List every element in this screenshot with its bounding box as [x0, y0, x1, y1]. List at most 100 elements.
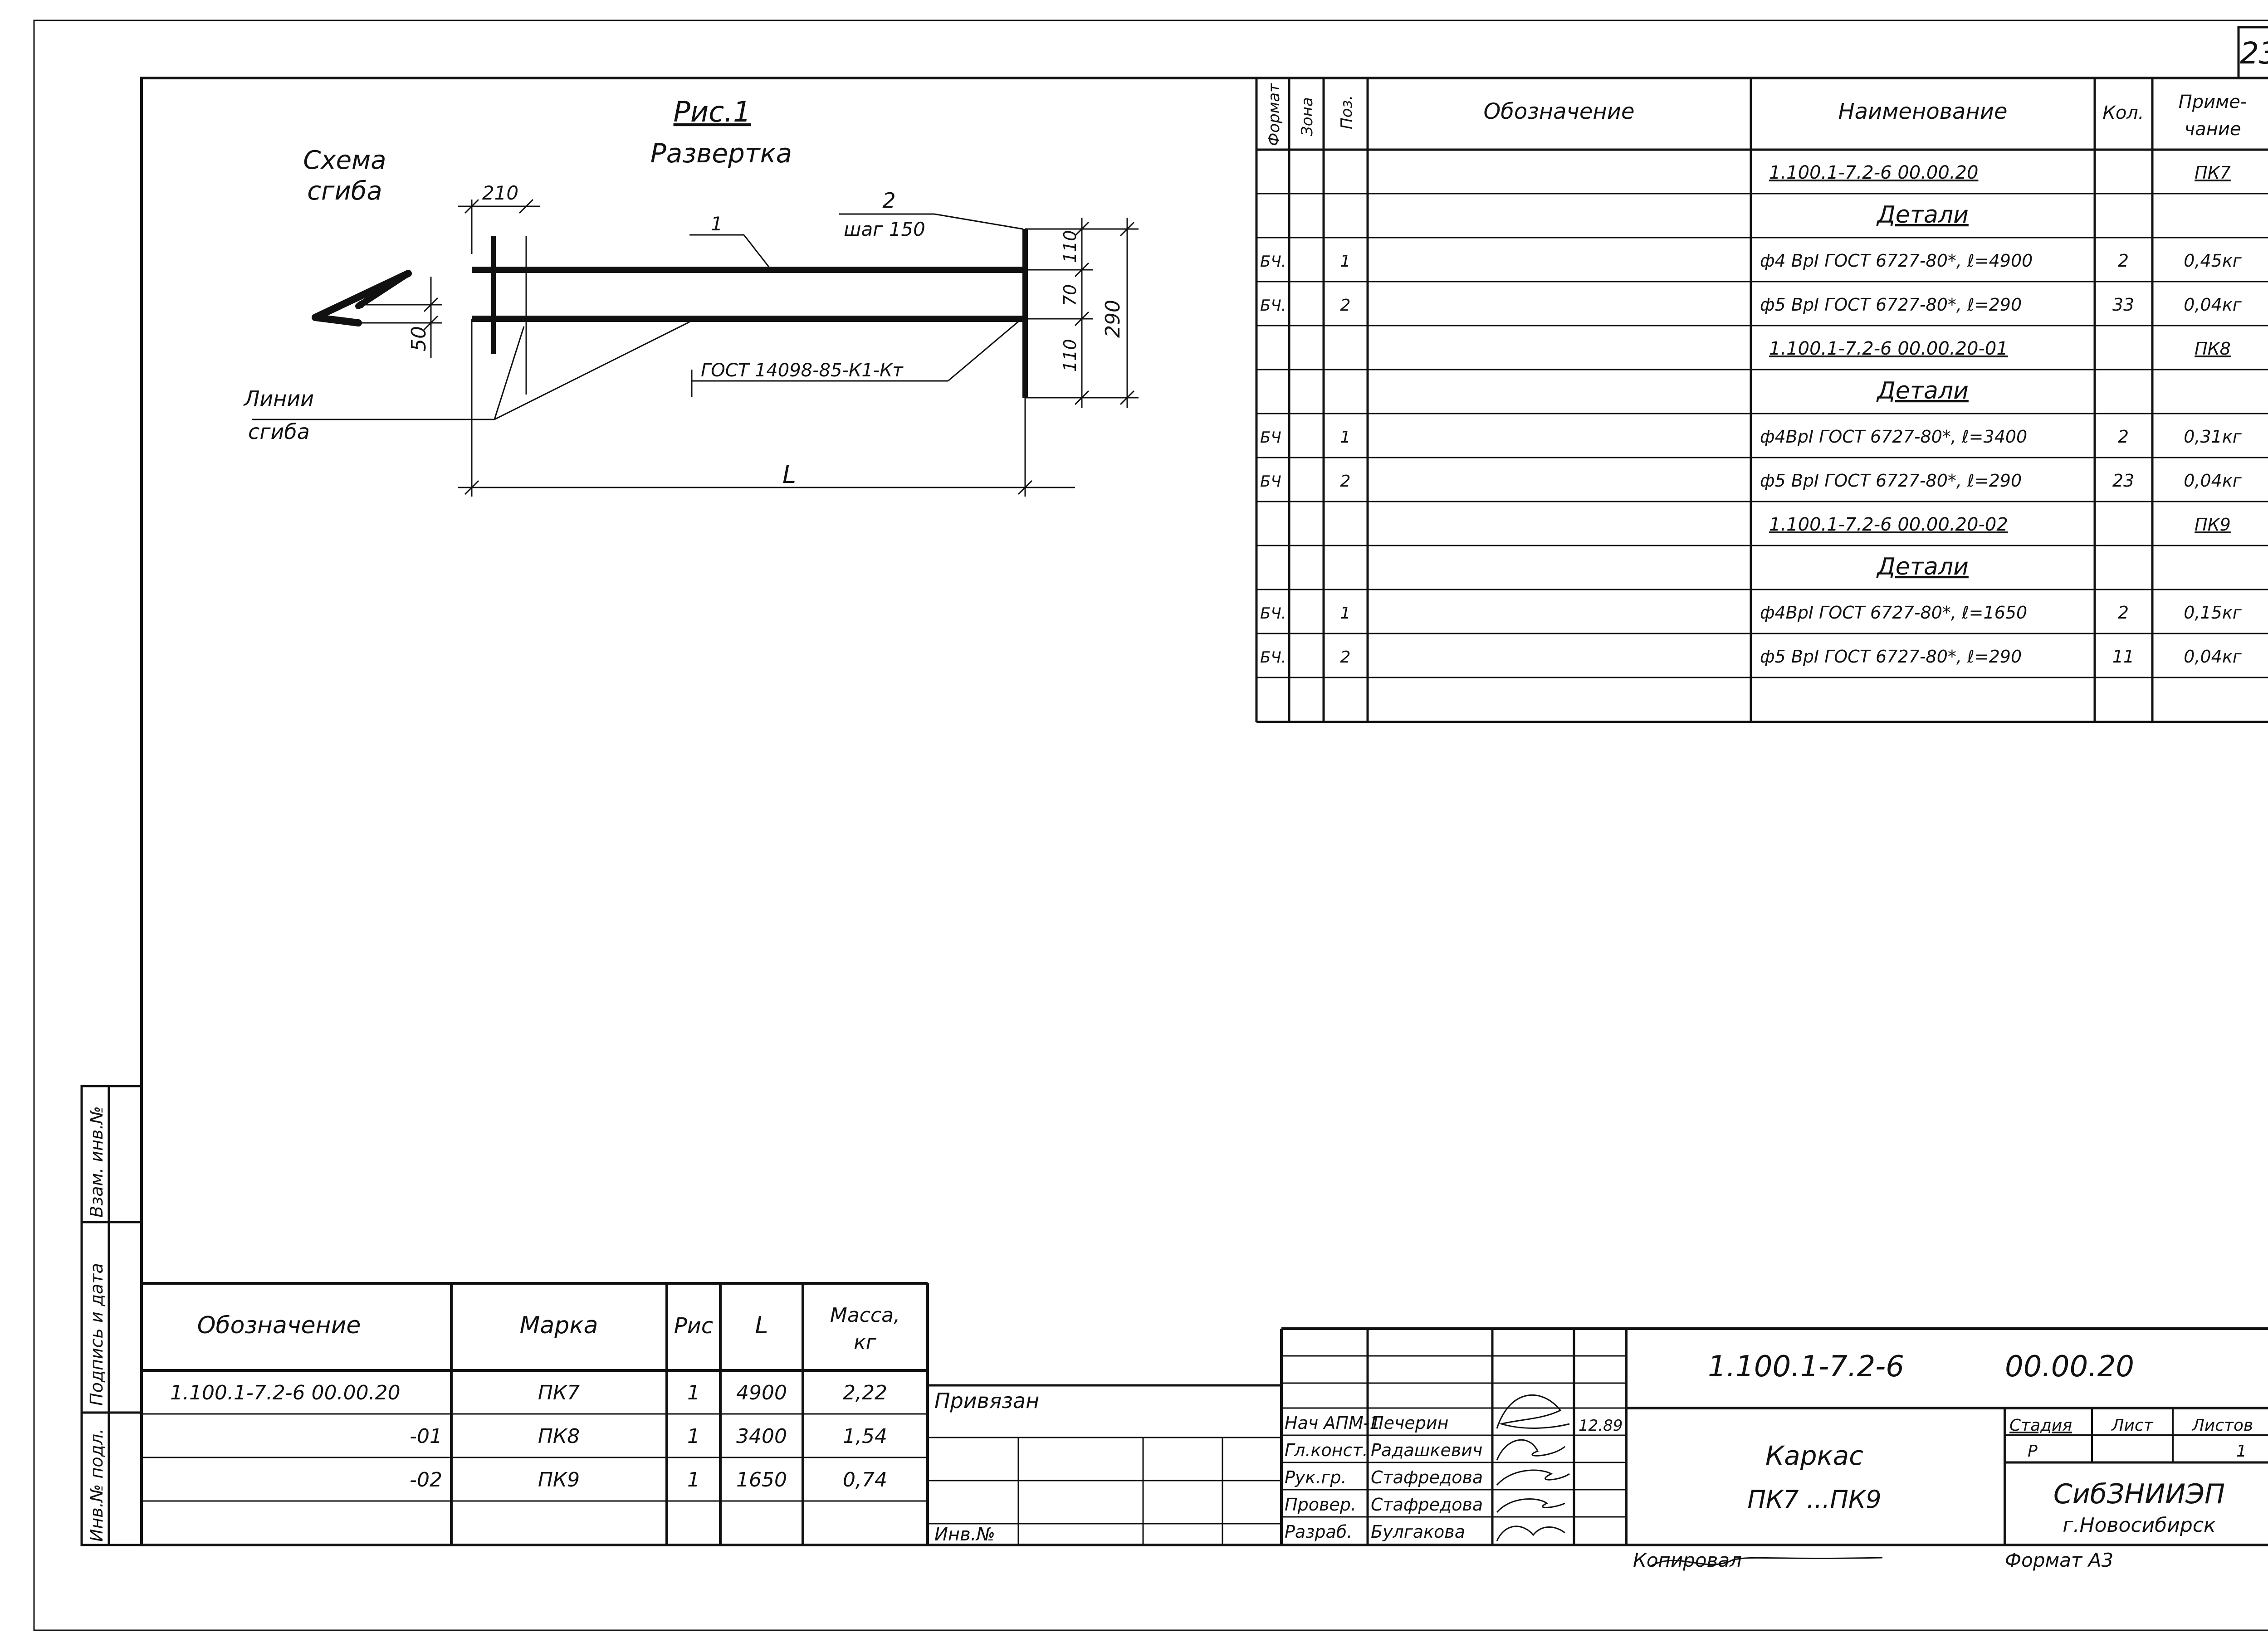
- scheme-title-1: Схема: [303, 146, 386, 175]
- date-value: 12.89: [1579, 1417, 1623, 1435]
- margin-strip: [80, 1085, 143, 1546]
- margin-inv-podl: Инв.№ подл.: [87, 1428, 107, 1542]
- spec-cell-qty: 2: [2118, 427, 2129, 447]
- signatory-name: Радашкевич: [1371, 1440, 1482, 1460]
- stage-value: Р: [2028, 1442, 2038, 1461]
- signatory-name: Булгакова: [1371, 1522, 1465, 1542]
- spec-cell-name: ф4 ВрI ГОСТ 6727-80*, ℓ=4900: [1760, 251, 2033, 271]
- spec-cell-qty: 23: [2112, 471, 2134, 491]
- spec-cell-note: 0,04кг: [2184, 295, 2242, 315]
- fig-title: Рис.1: [674, 95, 751, 128]
- items-header-mass-2: кг: [854, 1331, 877, 1354]
- stage-label: Стадия: [2009, 1416, 2072, 1435]
- items-header-designation: Обозначение: [197, 1312, 361, 1339]
- spec-cell-note: 0,04кг: [2184, 471, 2242, 491]
- spec-cell-qty: 11: [2112, 647, 2134, 667]
- spec-cell-name: 1.100.1-7.2-6 00.00.20: [1769, 162, 1978, 183]
- format-label: Формат A3: [2005, 1549, 2113, 1571]
- spec-cell-format: БЧ.: [1260, 604, 1286, 623]
- spec-header-note-2: чание: [2185, 119, 2241, 140]
- spec-cell-name: ф4ВрI ГОСТ 6727-80*, ℓ=1650: [1760, 603, 2027, 623]
- spec-cell-note: ПК7: [2195, 163, 2231, 183]
- items-cell-designation: -02: [410, 1468, 442, 1491]
- spec-cell-pos: 2: [1340, 296, 1351, 315]
- items-header-mark: Марка: [519, 1312, 598, 1339]
- items-cell-length: 1650: [736, 1468, 787, 1491]
- org-name: СибЗНИИЭП: [2053, 1478, 2225, 1510]
- signatory-role: Провер.: [1285, 1495, 1356, 1515]
- spec-row: Детали: [1876, 553, 1969, 580]
- spec-cell-name: 1.100.1-7.2-6 00.00.20-01: [1769, 338, 2008, 359]
- spec-row: Детали: [1876, 377, 1969, 404]
- items-cell-fig: 1: [687, 1425, 700, 1448]
- signatory-role: Рук.гр.: [1285, 1467, 1347, 1487]
- spec-row: 1.100.1-7.2-6 00.00.20-01 ПК8: [1769, 338, 2231, 359]
- margin-vzam-inv: Взам. инв.№: [87, 1106, 107, 1218]
- dim-50: 50: [407, 326, 430, 351]
- items-cell-designation: 1.100.1-7.2-6 00.00.20: [170, 1381, 401, 1404]
- spec-cell-name: ф4ВрI ГОСТ 6727-80*, ℓ=3400: [1760, 427, 2027, 447]
- spec-cell-note: 0,04кг: [2184, 647, 2242, 667]
- spec-cell-pos: 1: [1340, 428, 1351, 447]
- items-cell-mass: 1,54: [843, 1425, 887, 1448]
- title-name-2: ПК7 ...ПК9: [1747, 1485, 1881, 1514]
- sheets-value: 1: [2236, 1442, 2247, 1461]
- signatures: [1496, 1394, 1883, 1567]
- bending-drawing: Рис.1 Развертка Схема сгиба 50: [243, 95, 1139, 497]
- items-cell-fig: 1: [687, 1468, 700, 1491]
- items-cell-mark: ПК9: [538, 1468, 580, 1491]
- org-city: г.Новосибирск: [2063, 1514, 2216, 1537]
- gost-weld-label: ГОСТ 14098-85-К1-Кт: [701, 360, 904, 381]
- spec-row: Детали: [1876, 201, 1969, 229]
- spec-cell-name: ф5 ВрI ГОСТ 6727-80*, ℓ=290: [1760, 471, 2022, 491]
- spec-cell-name: ф5 ВрI ГОСТ 6727-80*, ℓ=290: [1760, 647, 2022, 667]
- sheet-label: Лист: [2111, 1416, 2153, 1435]
- spec-cell-qty: 2: [2118, 251, 2129, 271]
- dim-L: L: [782, 460, 796, 489]
- step-label: шаг 150: [844, 218, 925, 240]
- spec-cell-pos: 1: [1340, 604, 1351, 623]
- spec-cell-format: БЧ.: [1260, 253, 1286, 271]
- spec-row: БЧ 2 ф5 ВрI ГОСТ 6727-80*, ℓ=290 23 0,04кг: [1260, 471, 2242, 491]
- sheet-number: 23: [2240, 36, 2268, 71]
- scheme-title-2: сгиба: [307, 176, 382, 206]
- items-header-fig: Рис: [674, 1313, 714, 1339]
- dim-210: 210: [482, 182, 518, 204]
- dim-290: 290: [1101, 300, 1124, 338]
- signatory-name: Стафредова: [1371, 1467, 1483, 1487]
- items-cell-mass: 2,22: [843, 1381, 887, 1404]
- spec-header-name: Наименование: [1838, 99, 2007, 124]
- items-cell-mark: ПК8: [538, 1425, 580, 1448]
- title-code-number: 00.00.20: [2005, 1350, 2134, 1384]
- bound-area-grid: [928, 1384, 1281, 1545]
- bound-label: Привязан: [934, 1389, 1039, 1413]
- spec-header-zone: Зона: [1298, 97, 1316, 136]
- spec-cell-note: ПК8: [2195, 339, 2231, 359]
- copied-label: Копировал: [1633, 1549, 1742, 1571]
- spec-cell-name: Детали: [1876, 553, 1969, 580]
- spec-row: 1.100.1-7.2-6 00.00.20 ПК7: [1769, 162, 2231, 183]
- dim-110-bottom: 110: [1060, 339, 1080, 372]
- bound-inv: Инв.№: [934, 1524, 995, 1545]
- title-name-1: Каркас: [1765, 1440, 1863, 1471]
- spec-cell-pos: 2: [1340, 472, 1351, 491]
- items-header-length: L: [755, 1312, 768, 1339]
- spec-cell-format: БЧ: [1260, 429, 1281, 447]
- spec-header-qty: Кол.: [2102, 102, 2144, 123]
- fig-subtitle: Развертка: [650, 138, 792, 169]
- spec-cell-format: БЧ.: [1260, 648, 1286, 667]
- spec-cell-format: БЧ: [1260, 473, 1281, 491]
- spec-header-pos: Поз.: [1338, 95, 1356, 129]
- items-cell-fig: 1: [687, 1381, 700, 1404]
- signatory-role: Нач АПМ-1: [1285, 1413, 1381, 1433]
- signatory-name: Стафредова: [1371, 1495, 1483, 1515]
